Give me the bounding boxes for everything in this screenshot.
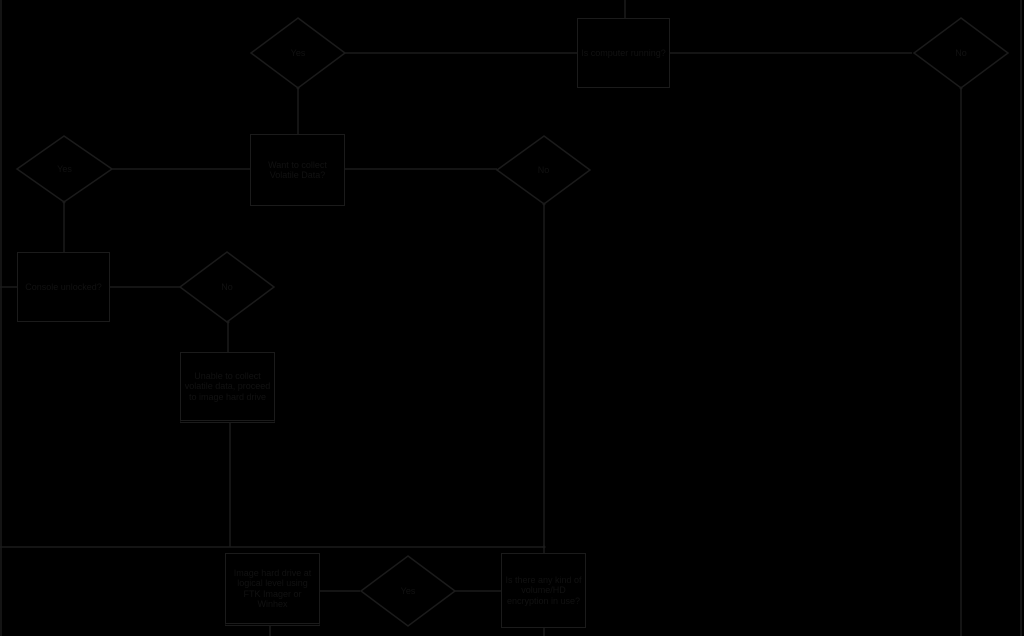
console-no-label: No xyxy=(221,282,233,292)
image-logical-level-box: Image hard drive at logical level using … xyxy=(225,553,320,626)
encryption-question-box: Is there any kind of volume/HD encryptio… xyxy=(501,553,586,628)
console-unlocked-box: Console unlocked? xyxy=(17,252,110,322)
image-logical-level-label: Image hard drive at logical level using … xyxy=(233,567,312,609)
running-yes-label: Yes xyxy=(290,48,306,58)
volatile-no-label: No xyxy=(537,165,550,175)
encryption-question-label: Is there any kind of volume/HD encryptio… xyxy=(505,574,582,606)
console-unlocked-label: Console unlocked? xyxy=(25,281,102,292)
running-no-label: No xyxy=(955,48,967,58)
is-computer-running-box: Is computer running? xyxy=(577,18,670,88)
unable-to-collect-box: Unable to collect volatile data, proceed… xyxy=(180,352,275,423)
want-volatile-data-label: Want to collect Volatile Data? xyxy=(268,159,327,180)
volatile-yes-label: Yes xyxy=(57,164,72,174)
unable-to-collect-label: Unable to collect volatile data, proceed… xyxy=(184,370,271,402)
is-computer-running-label: Is computer running? xyxy=(581,47,666,58)
decision-diamond xyxy=(359,555,457,627)
want-volatile-data-box: Want to collect Volatile Data? xyxy=(250,134,345,206)
encryption-yes-label: Yes xyxy=(400,586,416,596)
